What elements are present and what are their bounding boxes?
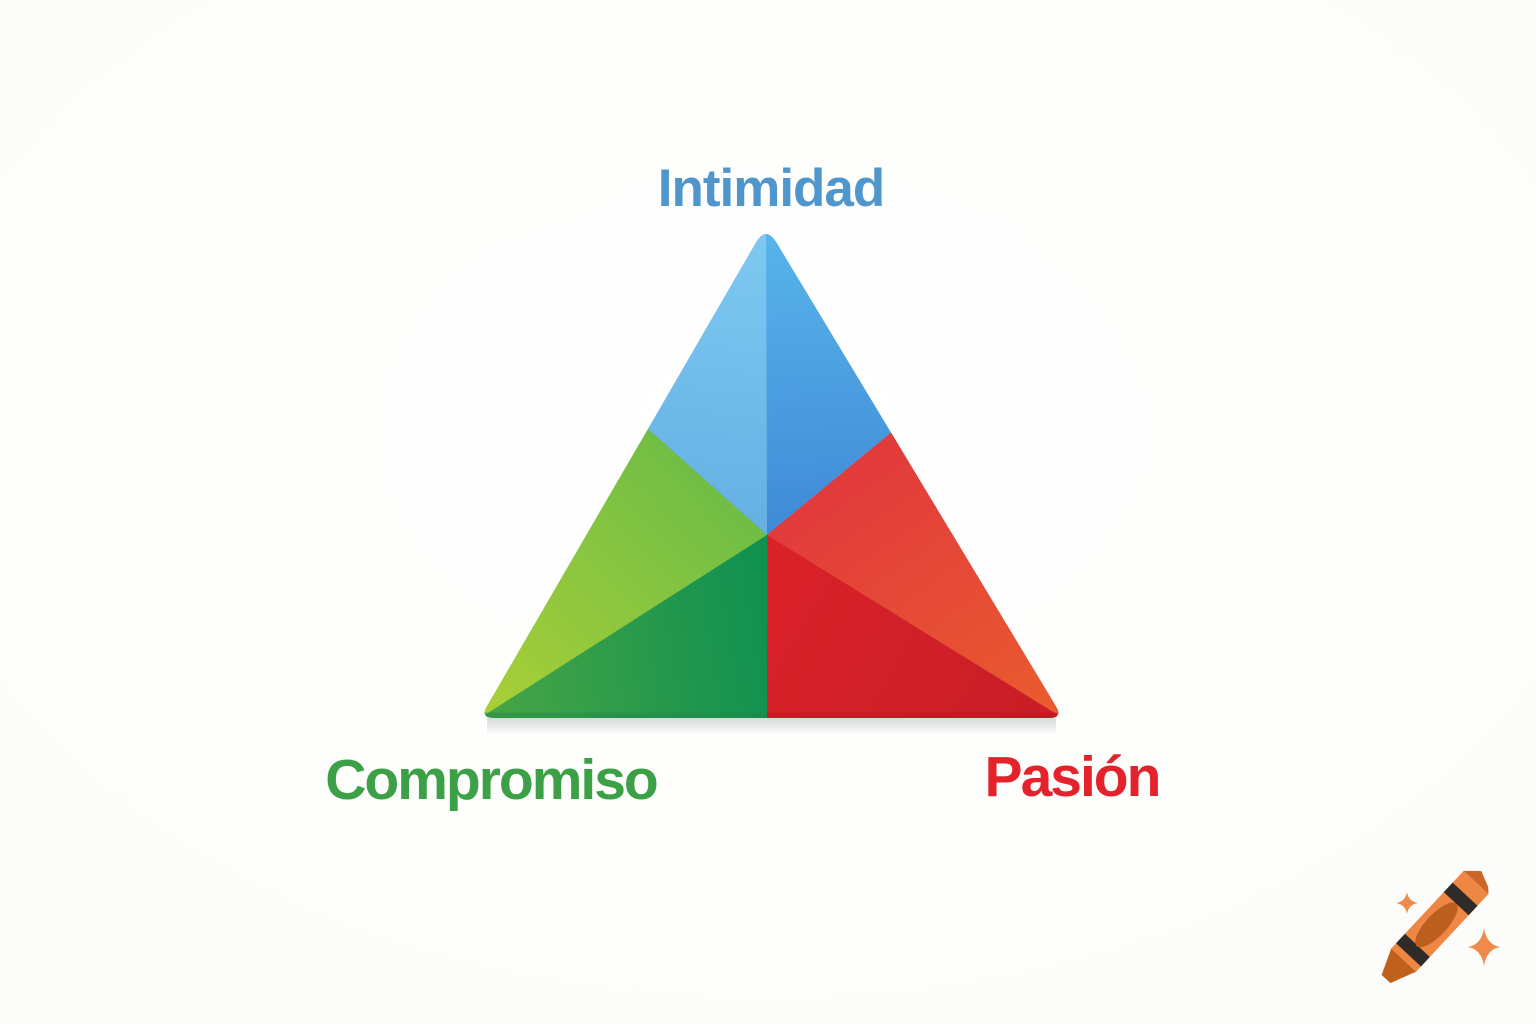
label-intimidad: Intimidad (658, 159, 885, 218)
crayon-stripe-near (1396, 933, 1430, 967)
label-compromiso: Compromiso (325, 748, 657, 812)
crayon-stripe-far (1443, 882, 1478, 916)
facet-pasion-light (767, 431, 1059, 718)
bottom-edge-red (767, 712, 1059, 719)
triangle-shadow (487, 718, 1056, 734)
label-pasion: Pasión (985, 745, 1160, 809)
crayon-icon (1381, 870, 1489, 984)
sparkle-icon-small (1396, 892, 1418, 914)
sparkle-icon-large (1468, 928, 1500, 966)
triangle-body (484, 233, 1059, 719)
crayon-tip (1381, 948, 1417, 984)
bottom-edge-green (484, 712, 767, 719)
facet-intimidad-light (648, 233, 767, 535)
crayon-label-oval (1415, 902, 1458, 948)
facet-compromiso-light (484, 429, 767, 718)
crayon-watermark (1381, 870, 1500, 984)
